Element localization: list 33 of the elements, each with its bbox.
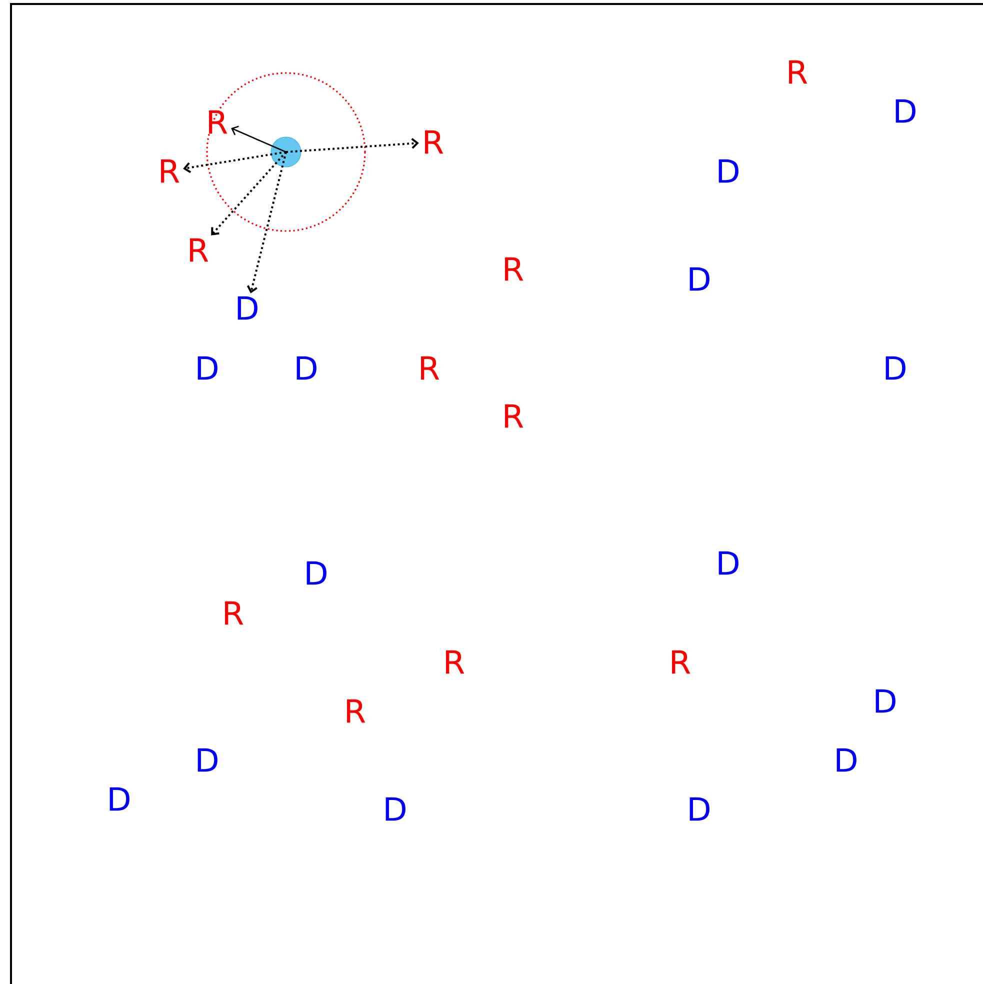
point-label: D <box>718 551 738 575</box>
point-label: D <box>386 797 406 821</box>
point-label: D <box>718 159 738 183</box>
arrow <box>231 126 286 153</box>
point-label: R <box>421 356 440 380</box>
point-label: R <box>225 601 244 625</box>
arrow <box>211 151 287 236</box>
point-label: R <box>672 650 690 674</box>
agent-circle <box>270 136 302 168</box>
point-label: D <box>886 356 906 380</box>
point-label: D <box>836 748 856 772</box>
point-label: D <box>876 689 896 713</box>
point-label: R <box>505 404 524 428</box>
arrow <box>246 152 287 294</box>
point-label: D <box>198 748 218 772</box>
point-label: R <box>161 159 180 183</box>
point-label: D <box>296 356 316 380</box>
point-label: D <box>690 797 710 821</box>
point-label: R <box>425 130 444 154</box>
arrow <box>183 151 286 174</box>
arrow <box>286 138 419 153</box>
point-label: D <box>198 356 218 380</box>
point-label: R <box>190 238 208 262</box>
point-label: R <box>505 257 524 281</box>
point-label: D <box>306 561 326 585</box>
point-label: R <box>209 110 228 134</box>
point-label: D <box>690 267 710 291</box>
point-label: D <box>110 787 130 811</box>
point-label: R <box>446 650 464 674</box>
point-label: D <box>238 296 258 320</box>
point-label: D <box>896 99 916 123</box>
point-label: R <box>347 699 366 723</box>
point-label: R <box>789 60 808 84</box>
